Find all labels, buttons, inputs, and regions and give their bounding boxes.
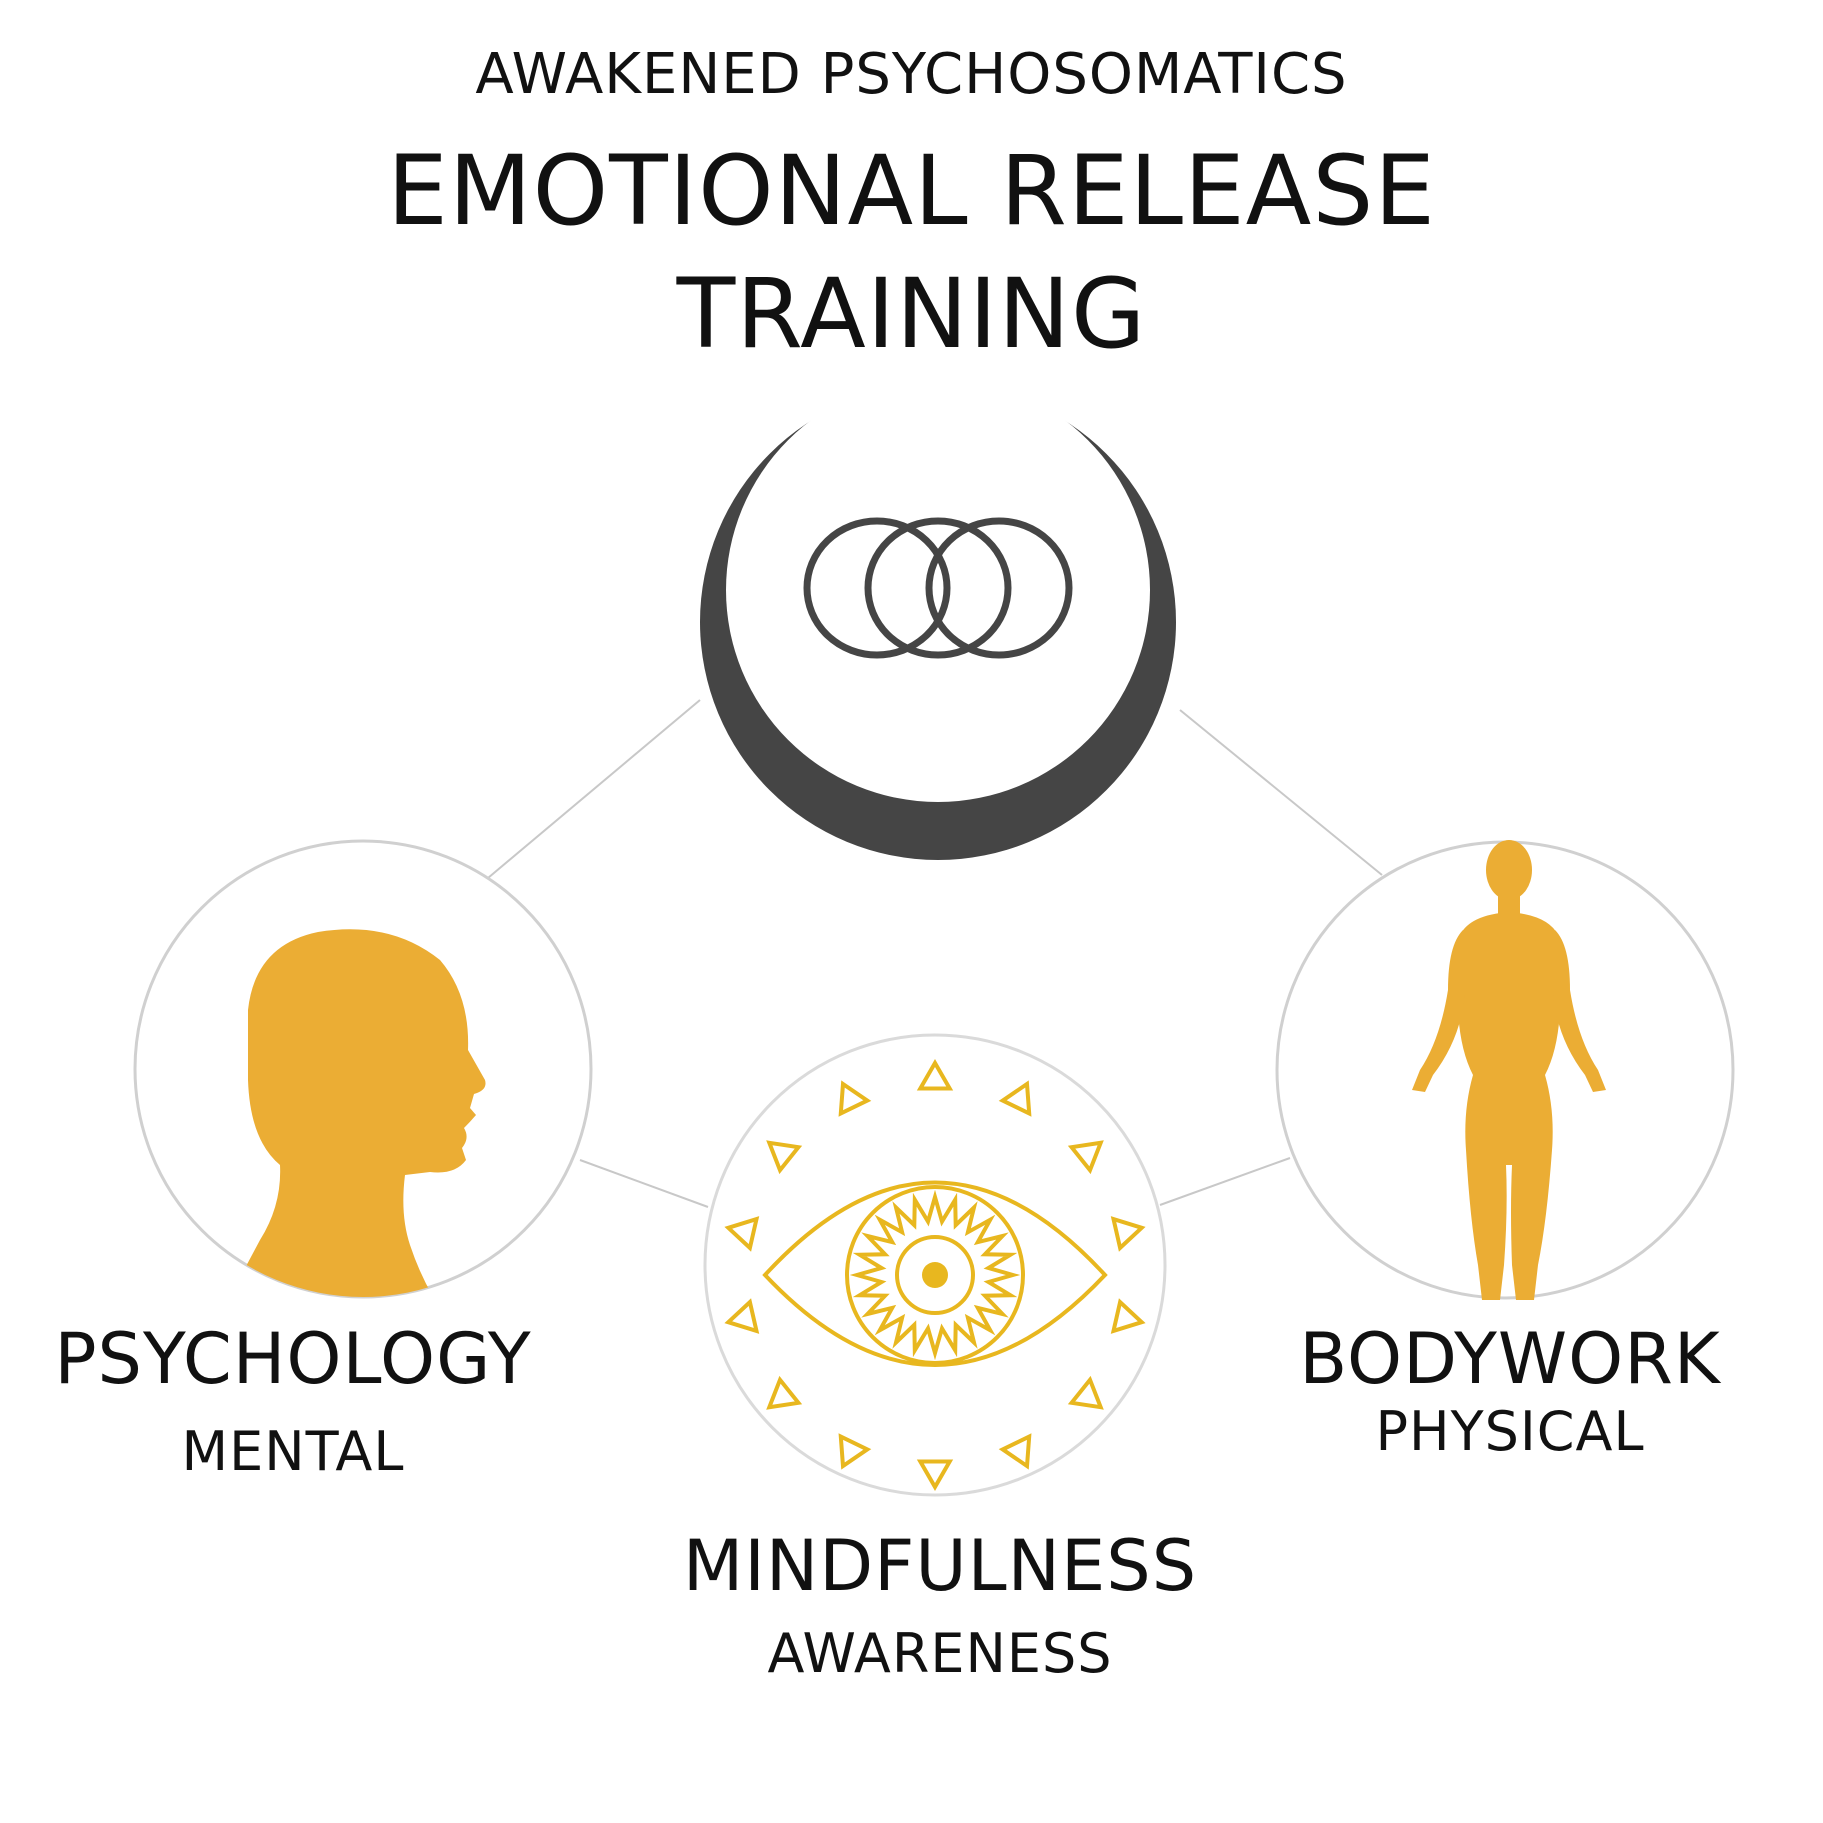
psychology-label: PSYCHOLOGY <box>54 1318 532 1400</box>
eye-ray-triangle <box>916 1459 954 1492</box>
eye-ray-triangle <box>1067 1375 1104 1410</box>
connector-center-psychology <box>487 699 701 879</box>
psychology-sublabel: MENTAL <box>181 1420 405 1483</box>
eye-ray-triangle <box>1110 1298 1146 1334</box>
eye-rays <box>724 1058 1146 1492</box>
eye-icon <box>724 1058 1146 1492</box>
eye-ray-triangle <box>916 1058 954 1091</box>
eye-pupil <box>922 1262 948 1288</box>
center-node-inner <box>726 378 1150 802</box>
center-node <box>700 378 1176 860</box>
eye-sunburst <box>849 1189 1021 1361</box>
connector-psychology-mindfulness <box>579 1159 709 1208</box>
mindfulness-node <box>703 1033 1167 1497</box>
bodywork-sublabel: PHYSICAL <box>1375 1400 1645 1463</box>
human-body-icon <box>1412 840 1606 1300</box>
eye-ray-triangle <box>1110 1216 1146 1252</box>
title-line-1: EMOTIONAL RELEASE <box>387 135 1436 247</box>
eye-ray-triangle <box>1067 1140 1104 1175</box>
three-rings-icon <box>803 517 1073 659</box>
eye-ray-triangle <box>838 1433 872 1470</box>
eye-ray-triangle <box>838 1080 872 1117</box>
eye-ray-triangle <box>766 1140 803 1175</box>
eye-outline <box>762 1180 1108 1367</box>
eye-ray-triangle <box>766 1375 803 1410</box>
eye-ray-triangle <box>724 1216 760 1252</box>
title-line-2: TRAINING <box>676 258 1147 370</box>
head-profile-icon <box>228 929 486 1297</box>
bodywork-label: BODYWORK <box>1299 1318 1721 1400</box>
eye-pupil-ring <box>895 1235 975 1315</box>
mindfulness-label: MINDFULNESS <box>682 1525 1198 1607</box>
eye-ray-triangle <box>998 1080 1032 1117</box>
bodywork-node <box>1275 840 1735 1300</box>
psychology-node <box>133 839 593 1299</box>
eye-ray-triangle <box>724 1298 760 1334</box>
eye-ray-triangle <box>998 1433 1032 1470</box>
eye-iris-ring <box>845 1185 1025 1365</box>
mindfulness-sublabel: AWARENESS <box>767 1622 1113 1685</box>
connectors <box>487 699 1383 1208</box>
overline-title: AWAKENED PSYCHOSOMATICS <box>475 42 1348 107</box>
connector-mindfulness-bodywork <box>1159 1157 1291 1206</box>
connector-center-bodywork <box>1179 709 1383 876</box>
